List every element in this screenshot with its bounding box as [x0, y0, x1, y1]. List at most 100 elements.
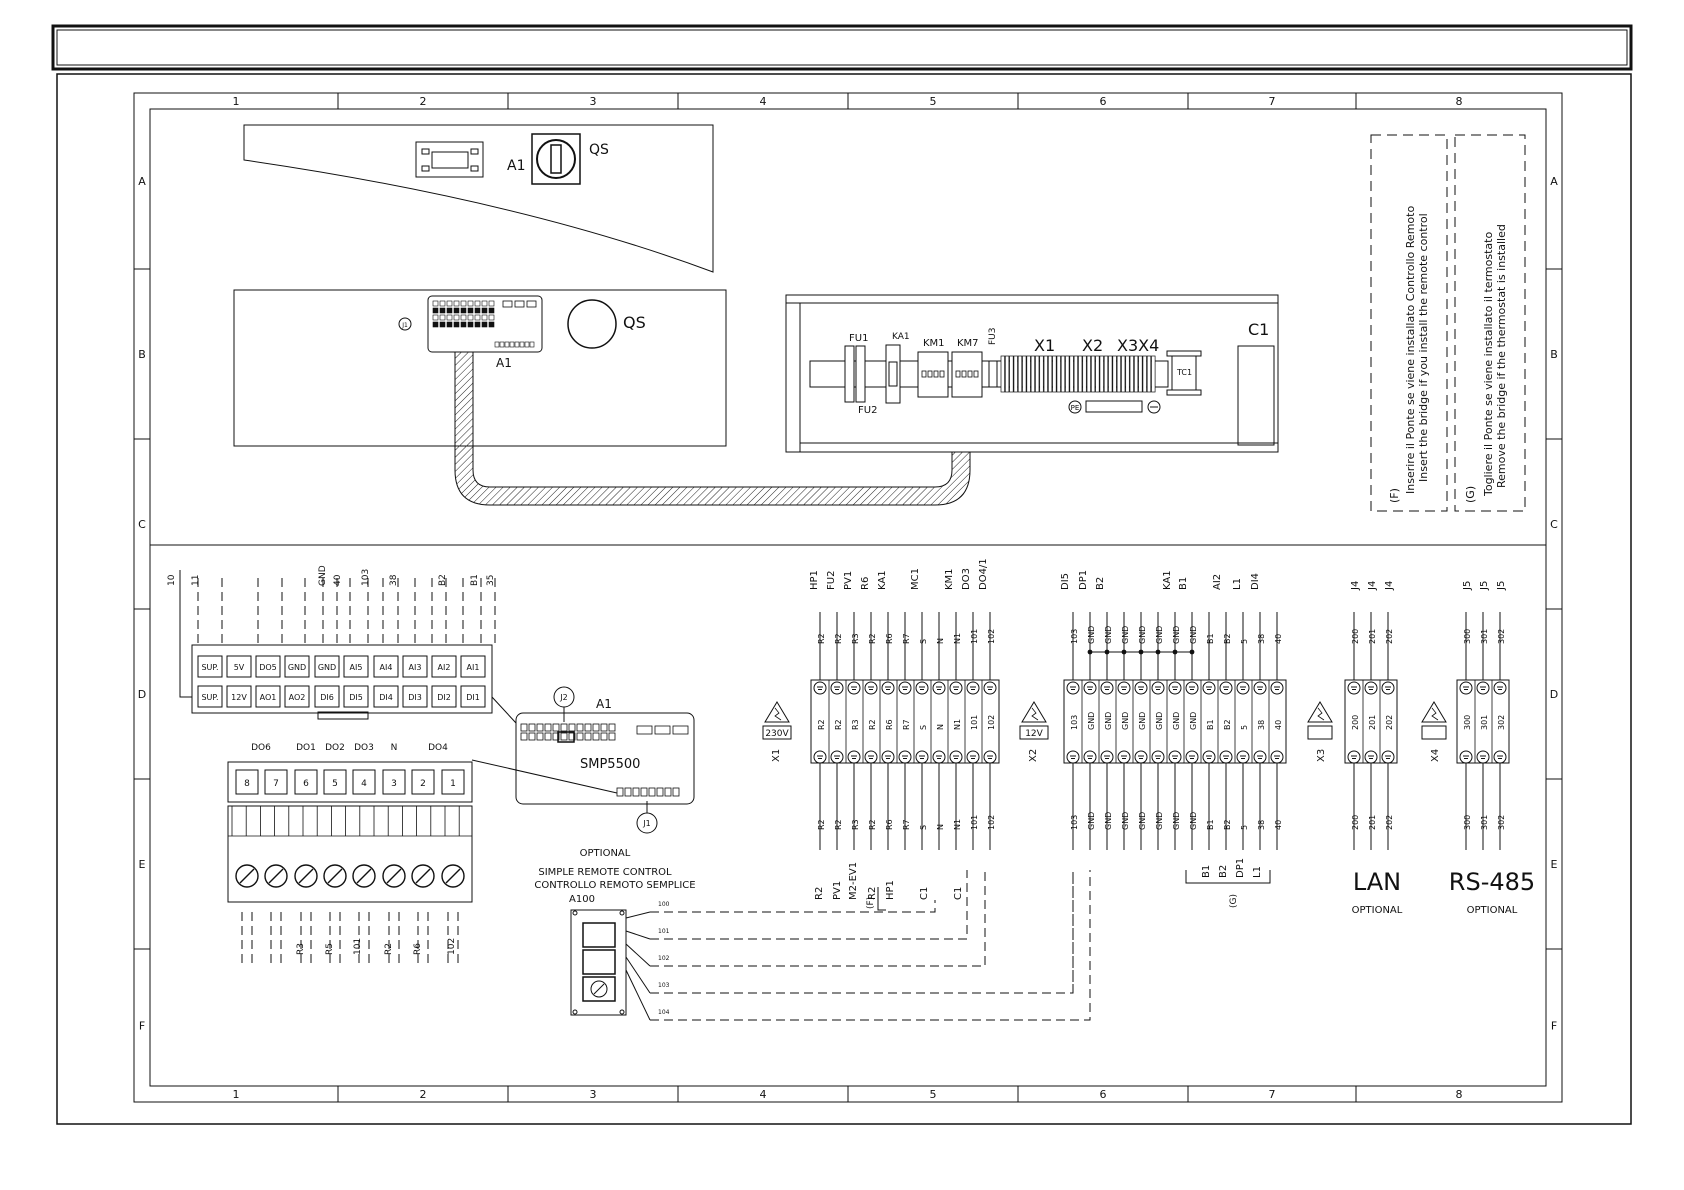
strip-lower-wire-label: N [936, 824, 945, 830]
relay-group-label: DO4 [428, 743, 448, 753]
controller-wire-label: 38 [389, 574, 399, 586]
column-label-top: 5 [930, 95, 937, 108]
controller-wire-label: 35 [486, 575, 496, 586]
terminal-strip-x2: 103103103GNDGNDGNDGNDGNDGNDGNDGNDGNDGNDG… [1019, 570, 1287, 908]
row-label-left: B [138, 348, 146, 361]
controller-upper-terminal: GND [288, 663, 306, 672]
strip-upper-wire-label: GND [1087, 626, 1096, 644]
strip-top-label: J5 [1462, 581, 1473, 591]
strip-top-label: KA1 [877, 570, 888, 590]
strip-terminal-label: R2 [817, 719, 826, 730]
bus-optional: OPTIONAL [1352, 905, 1403, 916]
remote-wire-number: 103 [658, 982, 670, 989]
strip-lower-wire-label: R2 [834, 819, 843, 830]
strip-terminal-label: GND [1189, 712, 1198, 730]
relay-terminal-number: 1 [450, 779, 456, 789]
column-label-bottom: 4 [760, 1088, 767, 1101]
board-label: A1 [596, 697, 612, 711]
strip-top-label: PV1 [843, 571, 854, 590]
strip-lower-wire-label: 40 [1274, 820, 1283, 830]
strip-terminal-label: 101 [970, 715, 979, 730]
note-g-tag: (G) [1464, 486, 1477, 503]
box-component-label: C1 [1248, 320, 1269, 339]
strip-lower-wire-label: GND [1121, 812, 1130, 830]
column-label-bottom: 1 [233, 1088, 240, 1101]
terminal-strip-x1: R2R2R2R2R2R2R3R3R3R2R2R2R6R6R6R7R7R7SSSN… [762, 558, 1000, 911]
strip-lower-wire-label: R7 [902, 819, 911, 830]
x2-bottom-label: DP1 [1235, 858, 1246, 878]
controller-wire-label: 40 [333, 574, 343, 586]
x1-bridge-tag: (F) [866, 897, 876, 909]
x2-bottom-label: B2 [1218, 865, 1229, 878]
strip-terminal-label: 102 [987, 715, 996, 730]
strip-upper-wire-label: 200 [1351, 629, 1360, 644]
controller-lower-terminal: SUP. [201, 693, 218, 702]
strip-upper-wire-label: N [936, 638, 945, 644]
strip-upper-wire-label: GND [1138, 626, 1147, 644]
display-label: A1 [507, 158, 525, 174]
strip-top-label: FU2 [826, 571, 837, 590]
remote-id: A100 [569, 894, 595, 905]
column-label-bottom: 8 [1456, 1088, 1463, 1101]
strip-upper-wire-label: R3 [851, 633, 860, 644]
strip-top-label: KA1 [1162, 570, 1173, 590]
strip-lower-wire-label: R2 [817, 819, 826, 830]
front-panel: A1 QS [243, 124, 714, 273]
x2-bridge-tag: (G) [1229, 894, 1239, 908]
relay-terminal-number: 5 [332, 779, 338, 789]
strip-upper-wire-label: 202 [1385, 629, 1394, 644]
j2-label: J2 [559, 693, 567, 702]
strip-upper-wire-label: GND [1189, 626, 1198, 644]
relay-wire-label: 101 [353, 938, 363, 955]
column-label-bottom: 5 [930, 1088, 937, 1101]
strip-lower-wire-label: R6 [885, 819, 894, 830]
strip-upper-wire-label: B1 [1206, 633, 1215, 644]
remote-optional: OPTIONAL [580, 848, 631, 859]
remote-wire-number: 102 [658, 955, 670, 962]
strip-upper-wire-label: 102 [987, 629, 996, 644]
remote-wire-number: 104 [658, 1009, 670, 1016]
column-label-bottom: 7 [1269, 1088, 1276, 1101]
relay-wire-label: R6 [413, 943, 423, 955]
remote-title-it: CONTROLLO REMOTO SEMPLICE [534, 880, 695, 891]
controller-upper-terminal: GND [318, 663, 336, 672]
strip-upper-wire-label: 101 [970, 629, 979, 644]
controller-upper-terminal: AI5 [350, 663, 363, 672]
controller-upper-terminal: 5V [234, 663, 245, 672]
strip-lower-wire-label: GND [1172, 812, 1181, 830]
strip-terminal-label: 201 [1368, 715, 1377, 730]
strip-terminal-label: R2 [868, 719, 877, 730]
controller-upper-terminal: AI1 [467, 663, 480, 672]
relay-terminal-number: 4 [361, 779, 367, 789]
strip-terminal-label: 301 [1480, 715, 1489, 730]
strip-terminal-label: B2 [1223, 719, 1232, 730]
column-label-top: 6 [1100, 95, 1107, 108]
strip-terminal-label: 200 [1351, 715, 1360, 730]
controller-lower-terminal: DI3 [408, 693, 422, 702]
relay-wire-label: R5 [325, 943, 335, 955]
inner-switch-label: QS [623, 313, 646, 332]
box-component-label: X1 [1034, 336, 1055, 355]
bus-optional: OPTIONAL [1467, 905, 1518, 916]
strip-terminal-label: 202 [1385, 715, 1394, 730]
strip-upper-wire-label: R2 [817, 633, 826, 644]
remote-control: OPTIONAL SIMPLE REMOTE CONTROL CONTROLLO… [534, 848, 1091, 1021]
box-component-label: FU3 [988, 328, 998, 346]
strip-terminal-label: 5 [1240, 725, 1249, 730]
strip-upper-wire-label: 302 [1497, 629, 1506, 644]
strip-top-label: DO4/1 [978, 558, 989, 590]
main-switch [531, 133, 581, 185]
row-label-right: E [1551, 858, 1558, 871]
controller-lower-terminal: 12V [231, 693, 247, 702]
relay-terminal-number: 3 [391, 779, 397, 789]
relay-group-label: DO2 [325, 743, 345, 753]
strip-terminal-label: GND [1104, 712, 1113, 730]
smp5500-board: J2 A1 SMP5500 J1 [515, 686, 695, 834]
row-label-left: E [139, 858, 146, 871]
x2-name: X2 [1028, 749, 1039, 762]
strip-upper-wire-label: N1 [953, 633, 962, 644]
j1-connector-label: J1 [401, 322, 408, 329]
column-label-top: 1 [233, 95, 240, 108]
strip-lower-wire-label: 102 [987, 815, 996, 830]
relay-terminal-number: 7 [273, 779, 279, 789]
